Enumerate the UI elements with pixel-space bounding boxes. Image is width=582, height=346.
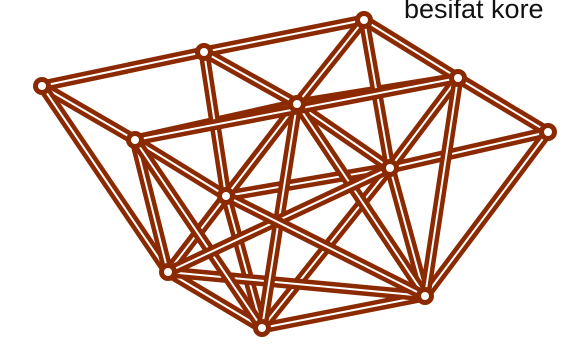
truss-strut-highlight-BG [204,52,297,104]
truss-joint-hole-F [131,136,139,144]
truss-struts [42,20,548,328]
truss-joint-hole-L [421,292,429,300]
truss-joint-hole-K [258,324,266,332]
truss-strut-highlight-DE [458,78,548,132]
truss-joint-hole-C [360,16,368,24]
truss-joint-hole-E [544,128,552,136]
truss-joint-hole-A [38,82,46,90]
truss-joint-hole-H [222,192,230,200]
truss-strut-highlight-AB [42,52,204,86]
truss-joint-hole-J [164,268,172,276]
truss-joint-hole-G [293,100,301,108]
truss-joint-hole-I [386,164,394,172]
truss-joint-hole-D [454,74,462,82]
truss-joint-hole-B [200,48,208,56]
